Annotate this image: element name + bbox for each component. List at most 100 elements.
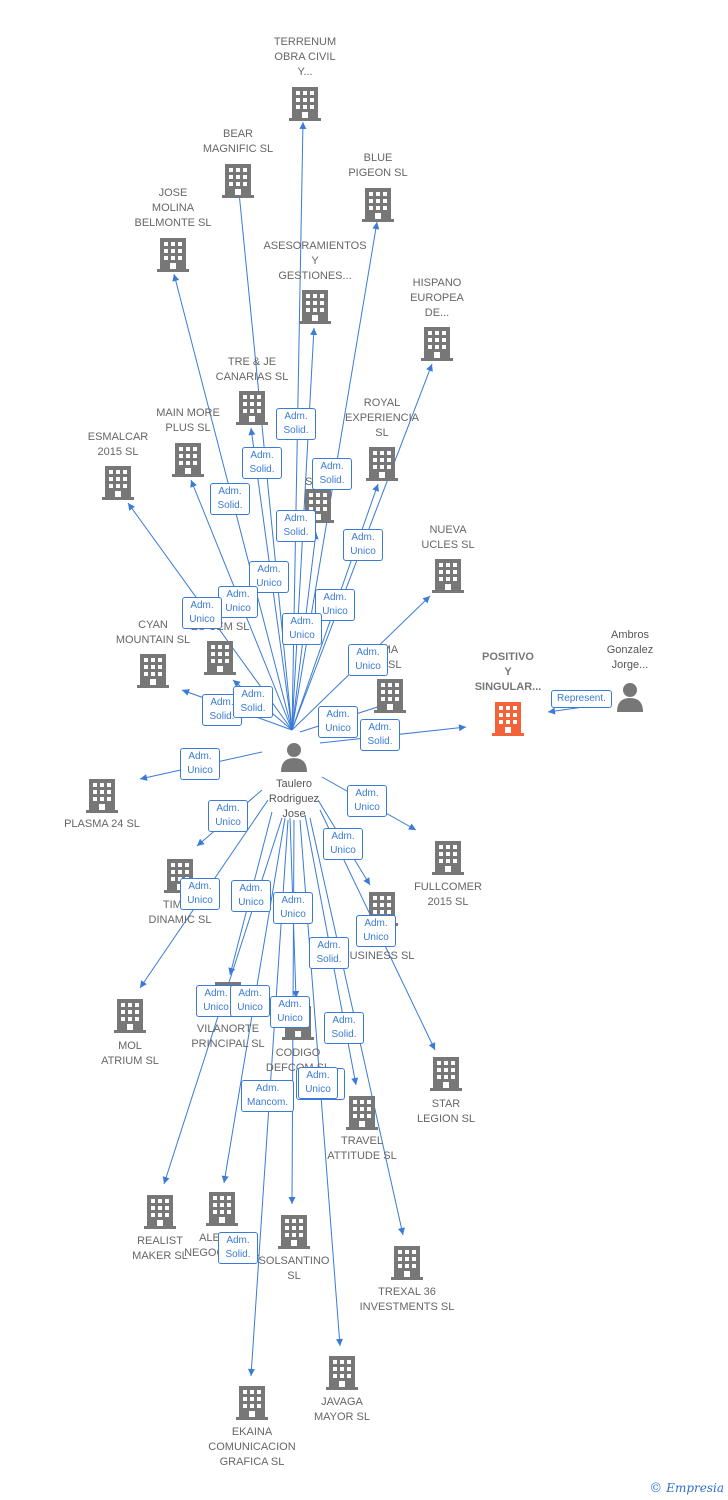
arrowhead-icon	[548, 707, 556, 715]
arrowhead-icon	[335, 1338, 343, 1346]
arrowhead-icon	[248, 428, 256, 436]
building-icon[interactable]	[102, 466, 134, 500]
building-icon[interactable]	[421, 327, 453, 361]
building-icon[interactable]	[432, 559, 464, 593]
building-icon[interactable]	[86, 779, 118, 813]
arrowhead-icon	[422, 596, 430, 604]
arrowhead-icon	[172, 274, 180, 282]
role-badge[interactable]: Adm. Solid.	[276, 510, 316, 542]
company-label[interactable]: TREXAL 36 INVESTMENTS SL	[359, 1286, 455, 1313]
role-badge[interactable]: Adm. Unico	[249, 561, 289, 593]
building-icon[interactable]	[289, 87, 321, 121]
company-label[interactable]: ESMALCAR 2015 SL	[87, 431, 149, 458]
role-badge[interactable]: Adm. Unico	[218, 586, 258, 618]
company-label[interactable]: REALIST MAKER SL	[132, 1235, 188, 1262]
company-label[interactable]: STAR LEGION SL	[416, 1098, 476, 1125]
company-label[interactable]: ASESORAMIENTOS Y GESTIONES...	[263, 240, 367, 282]
building-icon[interactable]	[144, 1195, 176, 1229]
arrowhead-icon	[128, 503, 135, 511]
building-icon[interactable]	[432, 841, 464, 875]
company-label[interactable]: MA T SL	[378, 644, 402, 671]
person-icon[interactable]	[281, 743, 307, 772]
building-icon[interactable]	[374, 679, 406, 713]
building-icon[interactable]	[362, 188, 394, 222]
role-badge[interactable]: Adm. Unico	[196, 985, 236, 1017]
building-icon[interactable]	[236, 1386, 268, 1420]
arrowhead-icon	[288, 1196, 296, 1204]
role-badge[interactable]: Adm. Unico	[282, 613, 322, 645]
role-badge[interactable]: Adm. Unico	[318, 706, 358, 738]
company-label[interactable]: PLASMA 24 SL	[64, 818, 140, 830]
company-label[interactable]: TERRENUM OBRA CIVIL Y...	[273, 36, 337, 78]
person-icon[interactable]	[617, 683, 643, 712]
building-icon[interactable]	[299, 290, 331, 324]
role-badge[interactable]: Represent.	[551, 690, 612, 708]
role-badge[interactable]: Adm. Unico	[180, 748, 220, 780]
company-label[interactable]: SOLSANTINO SL	[258, 1255, 330, 1282]
company-label[interactable]: POSITIVO Y SINGULAR...	[474, 651, 542, 693]
role-badge[interactable]: Adm. Unico	[231, 880, 271, 912]
role-badge[interactable]: Adm. Unico	[343, 529, 383, 561]
arrowhead-icon	[190, 480, 197, 488]
role-badge[interactable]: Adm. Solid.	[242, 447, 282, 479]
arrowhead-icon	[458, 724, 466, 732]
role-badge[interactable]: Adm. Mancom.	[241, 1080, 295, 1112]
role-badge[interactable]: Adm. Solid.	[210, 483, 250, 515]
role-badge[interactable]: Adm. Unico	[208, 800, 248, 832]
company-label[interactable]: MOL ATRIUM SL	[101, 1040, 159, 1067]
company-label[interactable]: TRE & JE CANARIAS SL	[215, 356, 289, 383]
company-label[interactable]: MAIN MORE PLUS SL	[156, 407, 220, 434]
building-icon[interactable]	[391, 1246, 423, 1280]
building-icon[interactable]	[114, 999, 146, 1033]
company-label[interactable]: ROYAL EXPERIENCIA SL	[345, 397, 419, 439]
arrowhead-icon	[363, 877, 370, 885]
arrowhead-icon	[221, 1175, 229, 1183]
person-label[interactable]: Ambros Gonzalez Jorge...	[606, 629, 654, 671]
company-label[interactable]: JOSE MOLINA BELMONTE SL	[134, 187, 212, 229]
company-label[interactable]: FULLCOMER 2015 SL	[414, 881, 482, 908]
role-badge[interactable]: Adm. Solid.	[233, 686, 273, 718]
role-badge[interactable]: Adm. Unico	[356, 915, 396, 947]
company-label[interactable]: TRAVEL ATTITUDE SL	[327, 1135, 397, 1162]
arrowhead-icon	[310, 328, 318, 336]
brand-footer: ©Empresia	[649, 1481, 724, 1496]
building-icon[interactable]	[137, 654, 169, 688]
role-badge[interactable]: Adm. Solid.	[312, 458, 352, 490]
arrowhead-icon	[299, 122, 307, 130]
arrowhead-icon	[428, 1042, 436, 1050]
role-badge[interactable]: Adm. Unico	[273, 892, 313, 924]
role-badge[interactable]: Adm. Unico	[182, 597, 222, 629]
arrowhead-icon	[372, 222, 380, 230]
role-badge[interactable]: Adm. Unico	[323, 828, 363, 860]
role-badge[interactable]: Adm. Solid.	[218, 1232, 258, 1264]
role-badge[interactable]: Adm. Unico	[348, 644, 388, 676]
arrowhead-icon	[197, 838, 205, 846]
building-icon[interactable]	[157, 238, 189, 272]
role-badge[interactable]: Adm. Unico	[270, 996, 310, 1028]
role-badge[interactable]: Adm. Unico	[347, 785, 387, 817]
company-label[interactable]: EKAINA COMUNICACION GRAFICA SL	[208, 1426, 296, 1468]
building-icon[interactable]	[346, 1096, 378, 1130]
role-badge[interactable]: Adm. Unico	[230, 985, 270, 1017]
company-label[interactable]: BEAR MAGNIFIC SL	[202, 128, 274, 155]
role-badge[interactable]: Adm. Solid.	[324, 1012, 364, 1044]
company-label[interactable]: BLUE PIGEON SL	[348, 152, 408, 179]
arrowhead-icon	[140, 774, 148, 781]
role-badge[interactable]: Adm. Unico	[298, 1067, 338, 1099]
role-badge[interactable]: Adm. Solid.	[360, 719, 400, 751]
building-icon[interactable]	[206, 1192, 238, 1226]
building-icon[interactable]	[430, 1057, 462, 1091]
company-label[interactable]: JAVAGA MAYOR SL	[313, 1396, 371, 1423]
company-label[interactable]: HISPANO EUROPEA DE...	[410, 277, 464, 319]
role-badge[interactable]: Adm. Unico	[180, 878, 220, 910]
person-label[interactable]: Taulero Rodriguez Jose	[268, 778, 320, 820]
building-icon[interactable]	[492, 702, 524, 736]
company-label[interactable]: CYAN MOUNTAIN SL	[115, 619, 191, 646]
arrowhead-icon	[140, 980, 147, 988]
building-icon[interactable]	[326, 1356, 358, 1390]
company-label[interactable]: NUEVA UCLES SL	[421, 524, 475, 551]
arrowhead-icon	[182, 689, 190, 696]
role-badge[interactable]: Adm. Solid.	[309, 937, 349, 969]
role-badge[interactable]: Adm. Solid.	[276, 408, 316, 440]
company-label[interactable]: VILANORTE PRINCIPAL SL	[191, 1023, 265, 1050]
